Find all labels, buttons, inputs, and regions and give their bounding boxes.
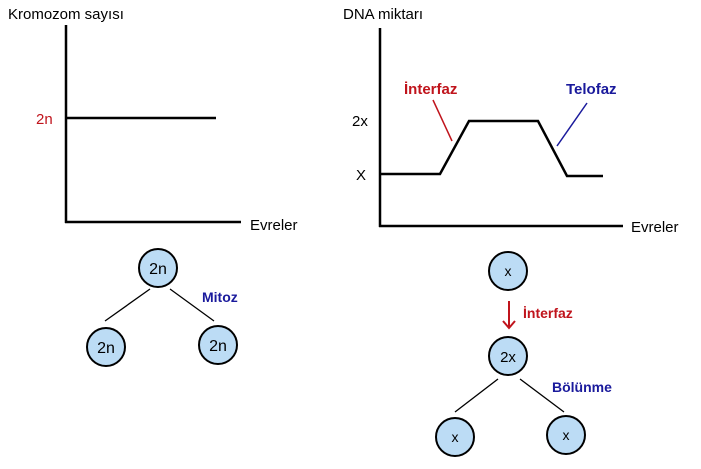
mitosis-child-cell-right: 2n: [198, 325, 238, 365]
dna-child-cell-right: x: [546, 415, 586, 455]
dna-branch-right: [519, 378, 565, 413]
interfaz-annotation: İnterfaz: [404, 81, 457, 98]
dna-x-label: Evreler: [631, 219, 679, 236]
bolunme-label: Bölünme: [552, 379, 612, 395]
dna-child-cell-left: x: [435, 417, 475, 457]
dna-doubled-label: 2x: [500, 349, 516, 366]
dna-child-right-label: x: [563, 427, 570, 443]
mitosis-child-right-label: 2n: [209, 338, 227, 355]
dna-chart: DNA miktarı Evreler 2x X İnterfaz Telofa…: [343, 6, 679, 236]
mitosis-tree: 2n 2n 2n Mitoz: [86, 248, 238, 367]
chromosome-y-label: Kromozom sayısı: [8, 6, 124, 23]
mitosis-parent-cell: 2n: [138, 248, 178, 288]
mitosis-branch-left: [104, 288, 151, 322]
tick-x-label: X: [356, 167, 366, 184]
dna-branch-left: [454, 378, 499, 413]
chromosome-x-label: Evreler: [250, 217, 298, 234]
mitosis-child-left-label: 2n: [97, 340, 115, 357]
interfaz-arrow: [502, 301, 516, 330]
interfaz-pointer: [432, 99, 453, 142]
telofaz-annotation: Telofaz: [566, 81, 617, 98]
mitoz-label: Mitoz: [202, 289, 238, 305]
chromosome-chart: Kromozom sayısı Evreler 2n: [8, 6, 298, 234]
mitosis-child-cell-left: 2n: [86, 327, 126, 367]
mitosis-parent-label: 2n: [149, 261, 167, 278]
dna-child-left-label: x: [452, 429, 459, 445]
dna-start-label: x: [505, 263, 512, 279]
level-2n-label: 2n: [36, 111, 53, 128]
tick-2x-label: 2x: [352, 113, 368, 130]
dna-y-label: DNA miktarı: [343, 6, 423, 23]
interfaz-arrow-label: İnterfaz: [523, 305, 573, 321]
dna-tree: x İnterfaz 2x x x Bölünme: [435, 251, 612, 457]
telofaz-pointer: [556, 102, 588, 147]
mitosis-branch-right: [169, 288, 215, 322]
dna-doubled-cell: 2x: [488, 336, 528, 376]
dna-amount-line: [380, 119, 603, 178]
dna-start-cell: x: [488, 251, 528, 291]
